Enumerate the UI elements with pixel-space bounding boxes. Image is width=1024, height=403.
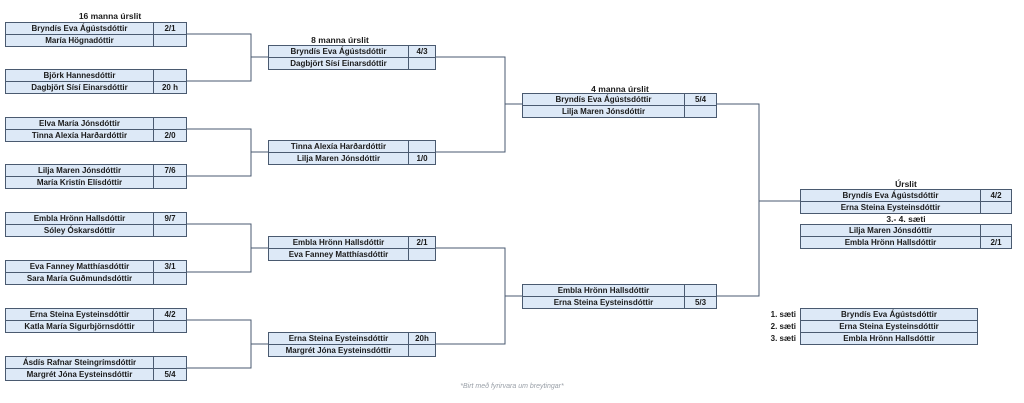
standing-name-3: Embla Hrönn Hallsdóttir — [843, 334, 935, 343]
match-r16-6: Eva Fanney Matthíasdóttir 3/1 Sara María… — [5, 260, 187, 285]
player-name: Eva Fanney Matthíasdóttir — [6, 261, 154, 273]
player-name: Erna Steina Eysteinsdóttir — [6, 309, 154, 321]
player-name: Tinna Alexía Harðardóttir — [269, 141, 409, 153]
match-qf-4: Erna Steina Eysteinsdóttir 20h Margrét J… — [268, 332, 436, 357]
match-score: 7/6 — [164, 166, 176, 175]
match-score: 5/4 — [694, 95, 707, 104]
match-qf-3: Embla Hrönn Hallsdóttir 2/1 Eva Fanney M… — [268, 236, 436, 261]
connector-qf-1 — [436, 56, 506, 153]
player-name: Embla Hrönn Hallsdóttir — [801, 237, 981, 249]
match-score: 2/1 — [416, 238, 428, 247]
player-name: Sóley Óskarsdóttir — [6, 225, 154, 237]
match-score: 4/3 — [416, 47, 428, 56]
disclaimer-note: *Birt með fyrirvara um breytingar* — [460, 383, 564, 390]
connector-r16-1 — [187, 33, 252, 82]
match-score: 20h — [415, 334, 429, 343]
match-r16-7: Erna Steina Eysteinsdóttir 4/2 Katla Mar… — [5, 308, 187, 333]
connector-r16-3 — [187, 223, 252, 273]
player-name: Eva Fanney Matthíasdóttir — [269, 249, 409, 261]
player-name: Sara María Guðmundsdóttir — [6, 273, 154, 285]
match-r16-4: Lilja Maren Jónsdóttir 7/6 María Kristín… — [5, 164, 187, 189]
player-name: Margrét Jóna Eysteinsdóttir — [6, 369, 154, 381]
match-r16-3: Elva María Jónsdóttir Tinna Alexía Harða… — [5, 117, 187, 142]
match-third-place: Lilja Maren Jónsdóttir Embla Hrönn Halls… — [800, 224, 1012, 249]
player-name: Bryndís Eva Ágústsdóttir — [6, 23, 154, 35]
player-name: Embla Hrönn Hallsdóttir — [269, 237, 409, 249]
match-sf-1: Bryndís Eva Ágústsdóttir 5/4 Lilja Maren… — [522, 93, 717, 118]
match-sf-2: Embla Hrönn Hallsdóttir Erna Steina Eyst… — [522, 284, 717, 309]
match-score: 2/0 — [164, 131, 176, 140]
match-r16-2: Björk Hannesdóttir Dagbjört Sísí Einarsd… — [5, 69, 187, 94]
player-name: Lilja Maren Jónsdóttir — [523, 106, 685, 118]
player-name: Erna Steina Eysteinsdóttir — [269, 333, 409, 345]
player-name: Erna Steina Eysteinsdóttir — [523, 297, 685, 309]
match-score: 20 h — [161, 83, 178, 92]
player-name: Margrét Jóna Eysteinsdóttir — [269, 345, 409, 357]
final-standings-table: Bryndís Eva Ágústsdóttir Erna Steina Eys… — [800, 308, 978, 345]
match-score: 1/0 — [416, 154, 428, 163]
connector-r16-2 — [187, 128, 252, 177]
player-name: María Högnadóttir — [6, 35, 154, 47]
third-place-heading: 3.- 4. sæti — [886, 214, 926, 224]
player-name: Embla Hrönn Hallsdóttir — [523, 285, 685, 297]
semifinal-heading: 4 manna úrslit — [591, 84, 649, 94]
player-name: Bryndís Eva Ágústsdóttir — [523, 94, 685, 106]
match-r16-1: Bryndís Eva Ágústsdóttir 2/1 María Högna… — [5, 22, 187, 47]
match-r16-8: Ásdís Rafnar Steingrímsdóttir Margrét Jó… — [5, 356, 187, 381]
player-name: Elva María Jónsdóttir — [6, 118, 154, 130]
match-score: 9/7 — [164, 214, 176, 223]
player-name: Lilja Maren Jónsdóttir — [801, 225, 981, 237]
player-name: Embla Hrönn Hallsdóttir — [6, 213, 154, 225]
player-name: Dagbjört Sísí Einarsdóttir — [6, 82, 154, 94]
match-score: 3/1 — [164, 262, 176, 271]
standing-name-2: Erna Steina Eysteinsdóttir — [839, 322, 939, 331]
player-name: Bryndís Eva Ágústsdóttir — [269, 46, 409, 58]
quarterfinal-heading: 8 manna úrslit — [311, 35, 369, 45]
final-heading: Úrslit — [895, 179, 917, 189]
player-name: María Kristín Elísdóttir — [6, 177, 154, 189]
connector-sf — [717, 103, 760, 297]
match-score: 4/2 — [990, 191, 1002, 200]
connector-r16-4 — [187, 319, 252, 369]
match-score: 5/3 — [694, 298, 707, 307]
connector-qf-2 — [436, 247, 506, 345]
player-name: Tinna Alexía Harðardóttir — [6, 130, 154, 142]
standing-name-1: Bryndís Eva Ágústsdóttir — [840, 310, 937, 319]
player-name: Lilja Maren Jónsdóttir — [6, 165, 154, 177]
player-name: Björk Hannesdóttir — [6, 70, 154, 82]
player-name: Erna Steina Eysteinsdóttir — [801, 202, 981, 214]
player-name: Dagbjört Sísí Einarsdóttir — [269, 58, 409, 70]
match-score: 4/2 — [164, 310, 176, 319]
player-name: Ásdís Rafnar Steingrímsdóttir — [6, 357, 154, 369]
match-final: Bryndís Eva Ágústsdóttir 4/2 Erna Steina… — [800, 189, 1012, 214]
match-score: 2/1 — [990, 238, 1002, 247]
standing-place-2: 2. sæti — [770, 322, 796, 331]
match-r16-5: Embla Hrönn Hallsdóttir 9/7 Sóley Óskars… — [5, 212, 187, 237]
match-score: 2/1 — [164, 24, 176, 33]
standing-place-1: 1. sæti — [770, 310, 796, 319]
match-qf-2: Tinna Alexía Harðardóttir Lilja Maren Jó… — [268, 140, 436, 165]
standing-place-3: 3. sæti — [770, 334, 796, 343]
player-name: Katla María Sigurbjörnsdóttir — [6, 321, 154, 333]
match-qf-1: Bryndís Eva Ágústsdóttir 4/3 Dagbjört Sí… — [268, 45, 436, 70]
match-score: 5/4 — [164, 370, 176, 379]
round-of-16-heading: 16 manna úrslit — [78, 11, 142, 21]
player-name: Lilja Maren Jónsdóttir — [269, 153, 409, 165]
player-name: Bryndís Eva Ágústsdóttir — [801, 190, 981, 202]
